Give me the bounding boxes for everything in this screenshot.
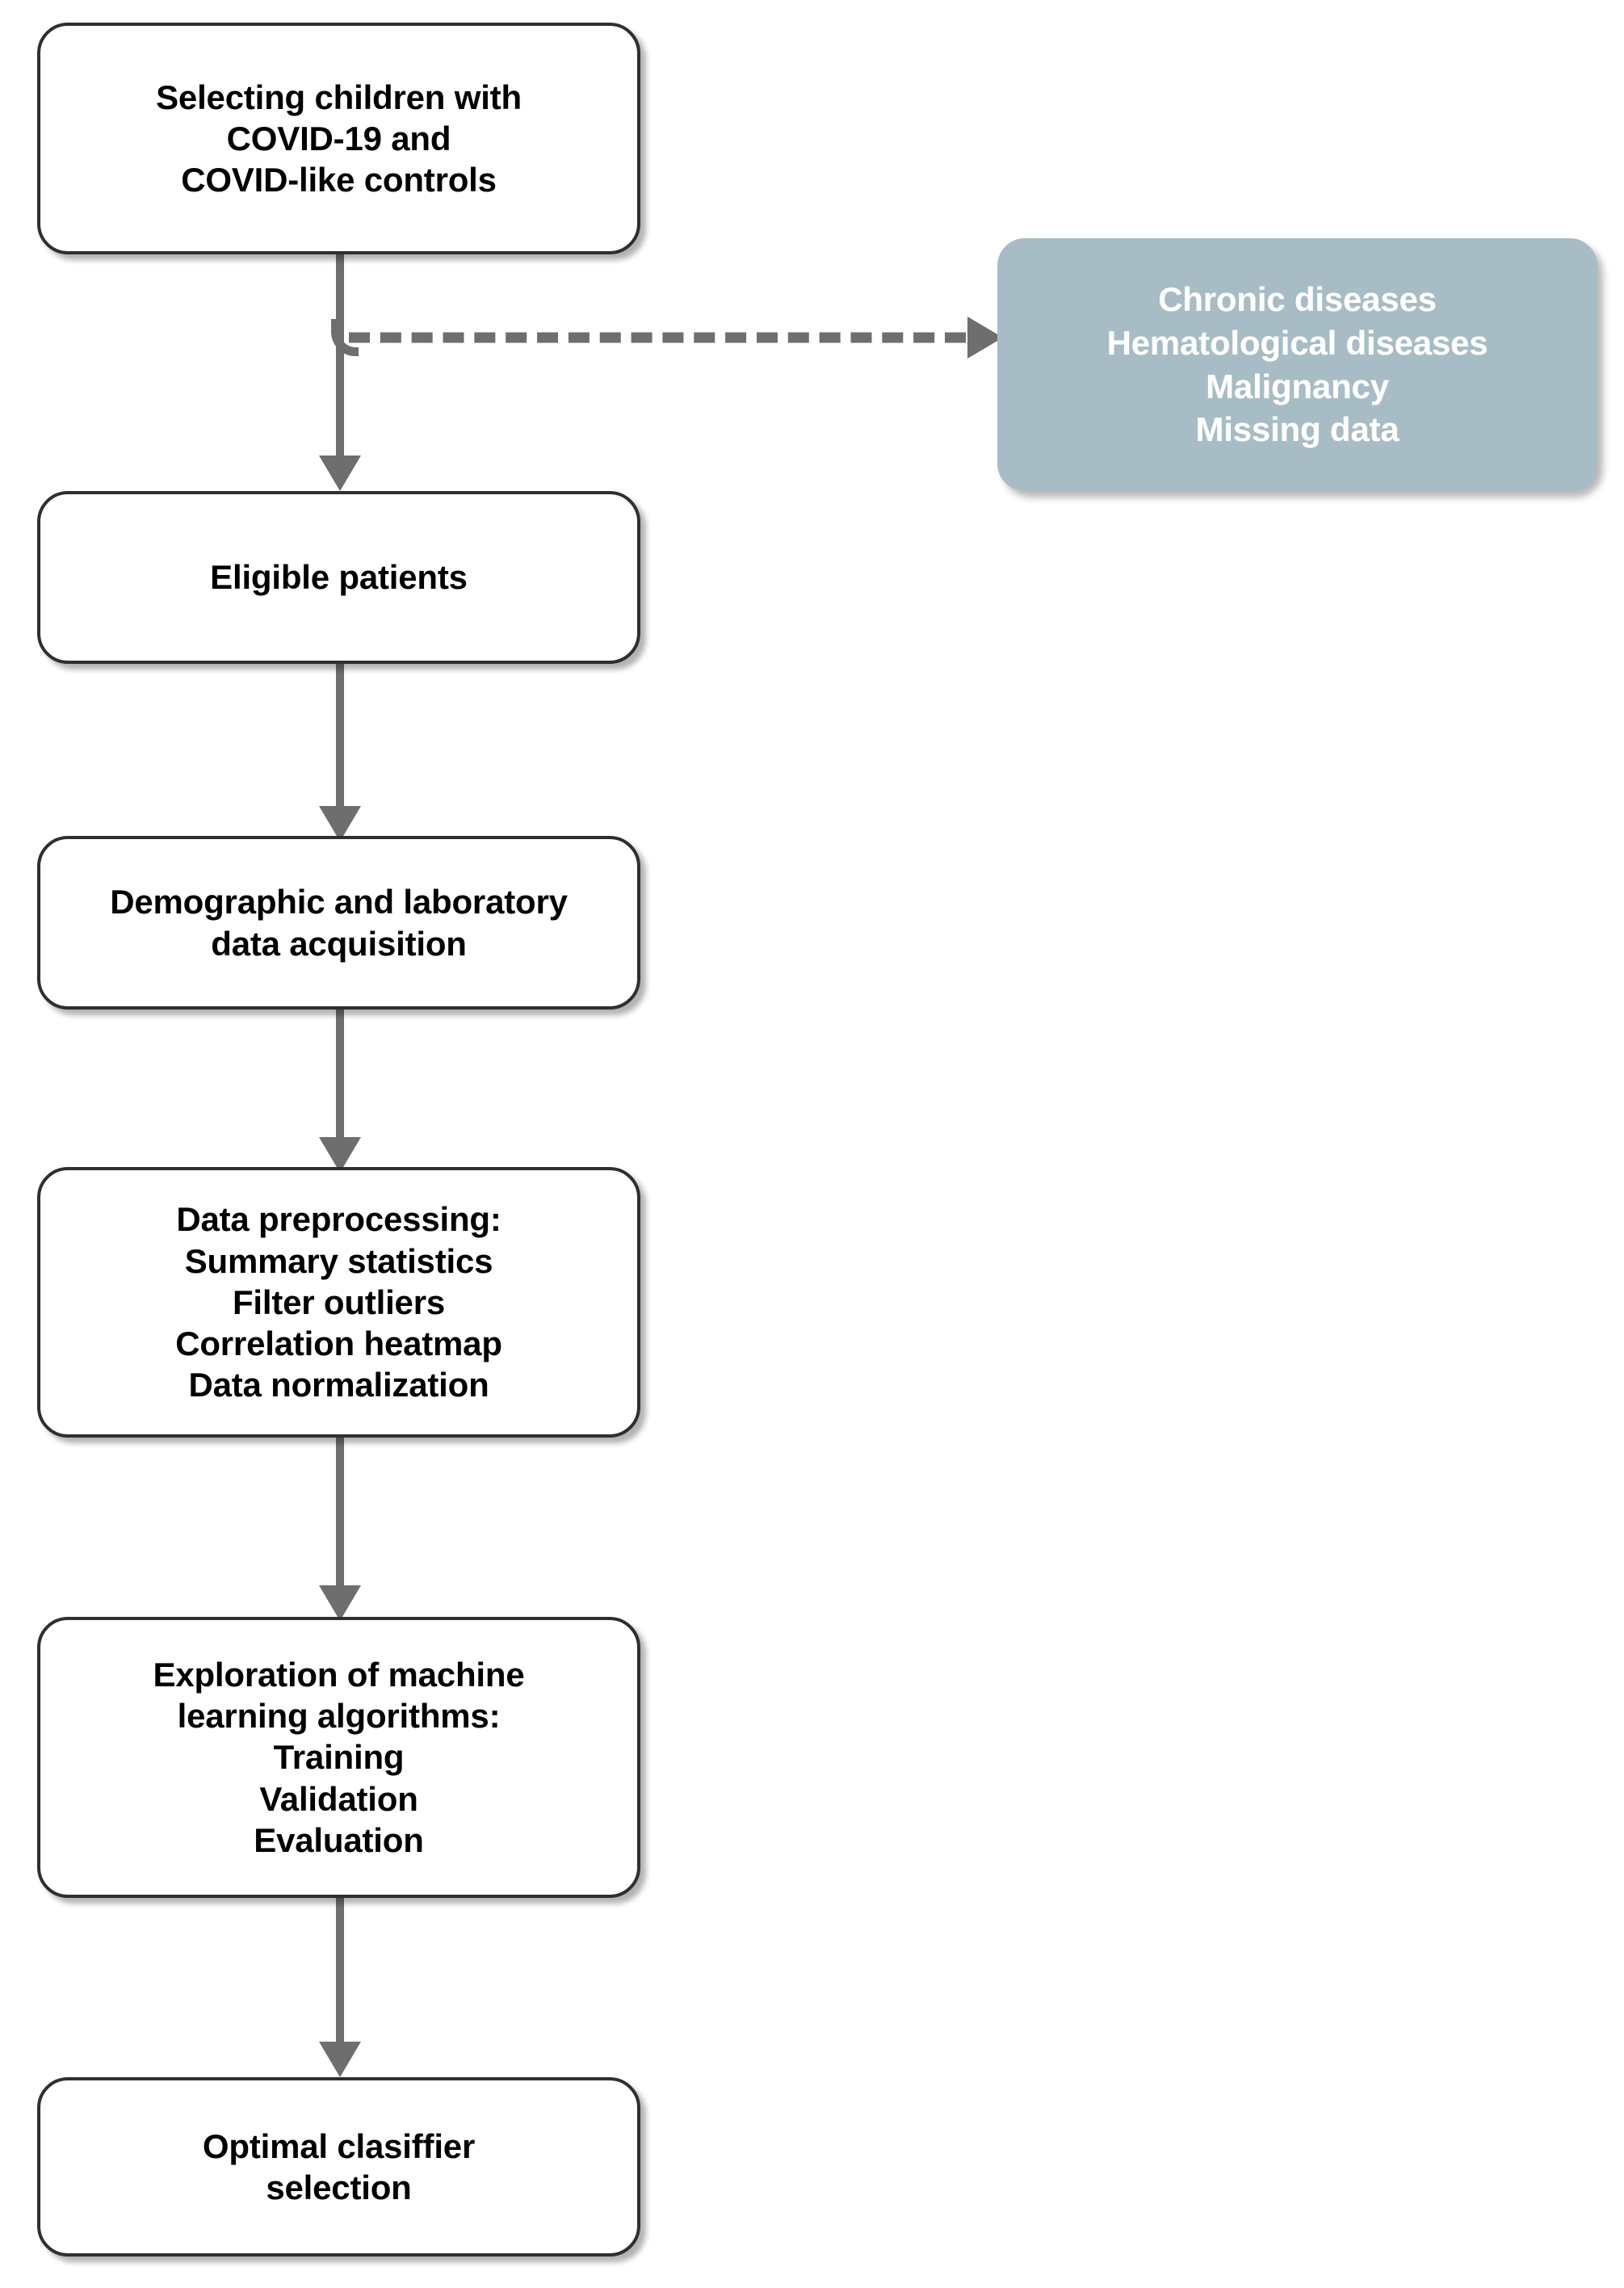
node-ml-exploration-label: Exploration of machine learning algorith… — [153, 1655, 525, 1859]
node-selection-label: Selecting children with COVID-19 and COV… — [156, 78, 522, 199]
node-selection[interactable]: Selecting children with COVID-19 and COV… — [37, 23, 640, 254]
arrow-stem — [336, 254, 344, 456]
arrow-head-down-icon — [319, 1137, 361, 1173]
node-data-acquisition-label: Demographic and laboratory data acquisit… — [110, 883, 568, 963]
node-ml-exploration[interactable]: Exploration of machine learning algorith… — [37, 1617, 640, 1898]
dashed-line — [349, 332, 966, 343]
arrow-head-down-icon — [319, 456, 361, 491]
arrow-head-down-icon — [319, 806, 361, 842]
arrow-head-right-icon — [967, 317, 1003, 359]
arrow-head-down-icon — [319, 1585, 361, 1621]
arrow-eligible-to-acquisition — [319, 664, 361, 842]
node-data-preprocessing[interactable]: Data preprocessing: Summary statistics F… — [37, 1167, 640, 1438]
arrow-selection-to-eligible — [319, 254, 361, 491]
arrow-preprocessing-to-ml — [319, 1438, 361, 1621]
node-eligible-patients-label: Eligible patients — [210, 558, 468, 597]
arrow-head-down-icon — [319, 2042, 361, 2077]
node-exclusion-criteria-label: Chronic diseases Hematological diseases … — [1106, 280, 1488, 449]
arrow-stem — [336, 1010, 344, 1137]
node-optimal-classifier-label: Optimal clasiffier selection — [202, 2126, 476, 2206]
dashed-branch-to-exclusions — [331, 317, 1003, 359]
node-data-preprocessing-label: Data preprocessing: Summary statistics F… — [175, 1200, 502, 1404]
arrow-ml-to-classifier — [319, 1898, 361, 2077]
node-exclusion-criteria[interactable]: Chronic diseases Hematological diseases … — [997, 238, 1597, 491]
arrow-stem — [336, 1898, 344, 2042]
node-optimal-classifier[interactable]: Optimal clasiffier selection — [37, 2077, 640, 2257]
arrow-stem — [336, 1438, 344, 1585]
arrow-acquisition-to-preprocessing — [319, 1010, 361, 1173]
branch-hook — [331, 319, 359, 356]
node-data-acquisition[interactable]: Demographic and laboratory data acquisit… — [37, 836, 640, 1010]
node-eligible-patients[interactable]: Eligible patients — [37, 491, 640, 664]
arrow-stem — [336, 664, 344, 806]
